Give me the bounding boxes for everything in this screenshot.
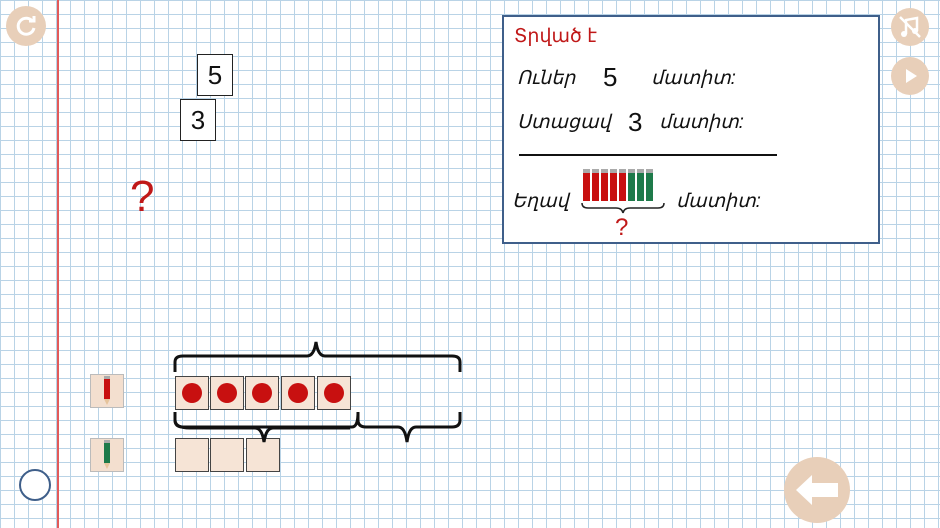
notebook-margin-line bbox=[57, 0, 59, 528]
line2-unit: մատիտ: bbox=[659, 112, 744, 133]
back-arrow-icon bbox=[796, 475, 838, 505]
play-button[interactable] bbox=[891, 57, 929, 95]
line3-label: Եղավ bbox=[512, 191, 569, 212]
green-row-cell[interactable] bbox=[210, 438, 244, 472]
number-card-bottom[interactable]: 3 bbox=[180, 99, 216, 141]
line1-unit: մատիտ: bbox=[651, 68, 736, 89]
panel-title: Տրված է bbox=[514, 26, 597, 47]
total-question-mark: ? bbox=[615, 214, 629, 241]
line2-label: Ստացավ bbox=[517, 112, 611, 133]
line1-value: 5 bbox=[603, 62, 618, 92]
red-dot bbox=[217, 383, 237, 403]
red-dot bbox=[182, 383, 202, 403]
line1-label: Ուներ bbox=[517, 68, 576, 89]
red-row-cell bbox=[175, 376, 209, 410]
total-brace bbox=[173, 341, 462, 372]
status-circle[interactable] bbox=[19, 469, 51, 501]
line2-value: 3 bbox=[628, 107, 643, 137]
green-pencil-icon bbox=[104, 440, 110, 469]
red-dot bbox=[288, 383, 308, 403]
music-off-icon bbox=[899, 16, 921, 38]
red-dot bbox=[324, 383, 344, 403]
red-pencil-tile bbox=[90, 374, 124, 408]
red-row-cell bbox=[210, 376, 244, 410]
back-button[interactable] bbox=[784, 457, 850, 523]
line3-unit: մատիտ: bbox=[676, 191, 761, 212]
music-toggle-button[interactable] bbox=[891, 8, 929, 46]
red-pencil-icon bbox=[104, 376, 110, 405]
red-row-cell bbox=[245, 376, 279, 410]
separator-line bbox=[519, 154, 777, 156]
pencils-green bbox=[628, 169, 653, 201]
green-count-brace bbox=[173, 419, 350, 443]
given-panel: Տրված է Ուներ 5 մատիտ: Ստացավ 3 մատիտ: Ե… bbox=[502, 15, 880, 244]
red-dot bbox=[252, 383, 272, 403]
added-part-brace bbox=[356, 412, 462, 443]
refresh-icon bbox=[16, 16, 36, 36]
refresh-button[interactable] bbox=[6, 6, 46, 46]
green-pencil-tile bbox=[90, 438, 124, 472]
pencils-red bbox=[583, 169, 626, 201]
red-count-brace bbox=[173, 411, 360, 429]
pencils-group-icon bbox=[581, 169, 665, 214]
unknown-question-mark: ? bbox=[130, 172, 155, 221]
green-row-cell[interactable] bbox=[246, 438, 280, 472]
play-icon bbox=[906, 69, 917, 83]
red-row-cell bbox=[317, 376, 351, 410]
number-card-top[interactable]: 5 bbox=[197, 54, 233, 96]
red-row-cell bbox=[281, 376, 315, 410]
green-row-cell[interactable] bbox=[175, 438, 209, 472]
